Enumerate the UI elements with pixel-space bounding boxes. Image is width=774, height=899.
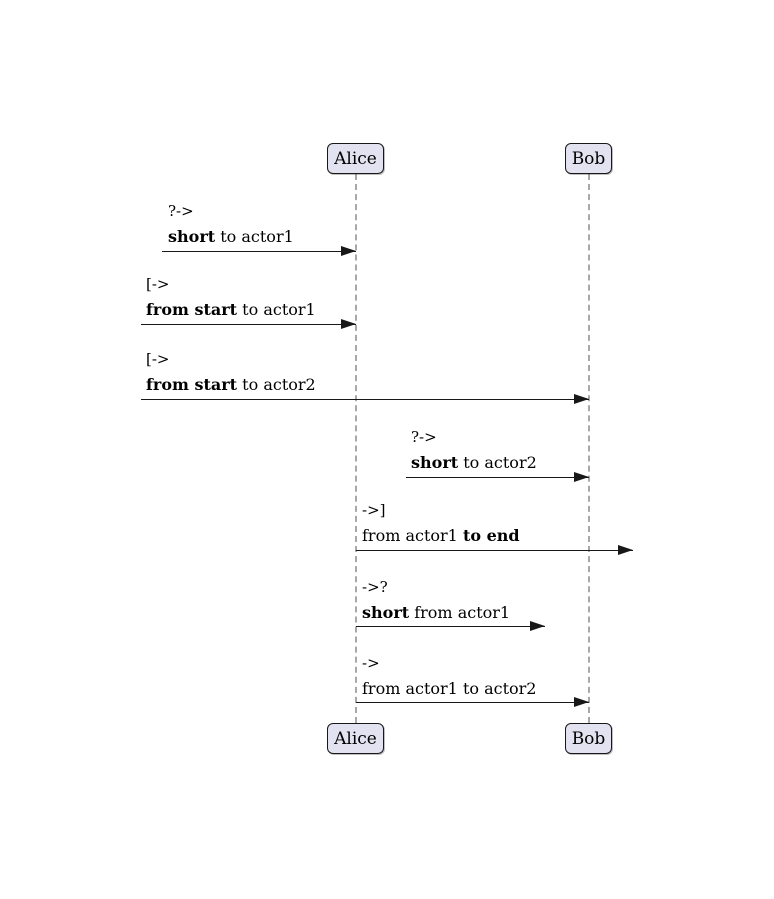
actor-box-bob-top: Bob [565, 143, 612, 174]
lifeline-bob [588, 174, 590, 723]
arrowhead-icon [341, 319, 356, 329]
message-text: from start to actor1 [146, 300, 316, 319]
actor-box-alice-top: Alice [327, 143, 384, 174]
arrowhead-icon [341, 246, 356, 256]
actor-box-alice-bottom: Alice [327, 723, 384, 754]
actor-name: Bob [571, 728, 606, 749]
message-operator: [-> [146, 275, 170, 293]
message-arrow [141, 319, 356, 329]
lifeline-alice [355, 174, 357, 723]
message-arrow [162, 246, 356, 256]
message-label: ?-> short to actor2 [411, 424, 537, 475]
message-label: ?-> short to actor1 [168, 198, 294, 249]
message-operator: ->] [362, 501, 386, 519]
message-label: ->? short from actor1 [362, 574, 510, 625]
message-label: ->] from actor1 to end [362, 497, 520, 548]
arrowhead-icon [618, 545, 633, 555]
arrowhead-icon [574, 697, 589, 707]
message-operator: -> [362, 654, 380, 672]
message-arrow [356, 621, 545, 631]
message-operator: ->? [362, 578, 388, 596]
message-label: [-> from start to actor1 [146, 271, 316, 322]
message-text: short to actor1 [168, 227, 294, 246]
message-text: short from actor1 [362, 603, 511, 622]
message-label: -> from actor1 to actor2 [362, 650, 536, 701]
actor-name: Alice [334, 148, 377, 169]
arrowhead-icon [530, 621, 545, 631]
actor-name: Alice [334, 728, 377, 749]
message-arrow [356, 697, 589, 707]
message-label: [-> from start to actor2 [146, 346, 316, 397]
actor-name: Bob [571, 148, 606, 169]
message-operator: ?-> [411, 428, 437, 446]
arrowhead-icon [574, 394, 589, 404]
message-arrow [356, 545, 633, 555]
message-operator: [-> [146, 350, 170, 368]
actor-box-bob-bottom: Bob [565, 723, 612, 754]
message-text: from actor1 to actor2 [362, 679, 537, 698]
message-arrow [406, 472, 589, 482]
message-text: short to actor2 [411, 453, 537, 472]
message-arrow [141, 394, 589, 404]
message-operator: ?-> [168, 202, 194, 220]
message-text: from actor1 to end [362, 526, 520, 545]
arrowhead-icon [574, 472, 589, 482]
message-text: from start to actor2 [146, 375, 316, 394]
